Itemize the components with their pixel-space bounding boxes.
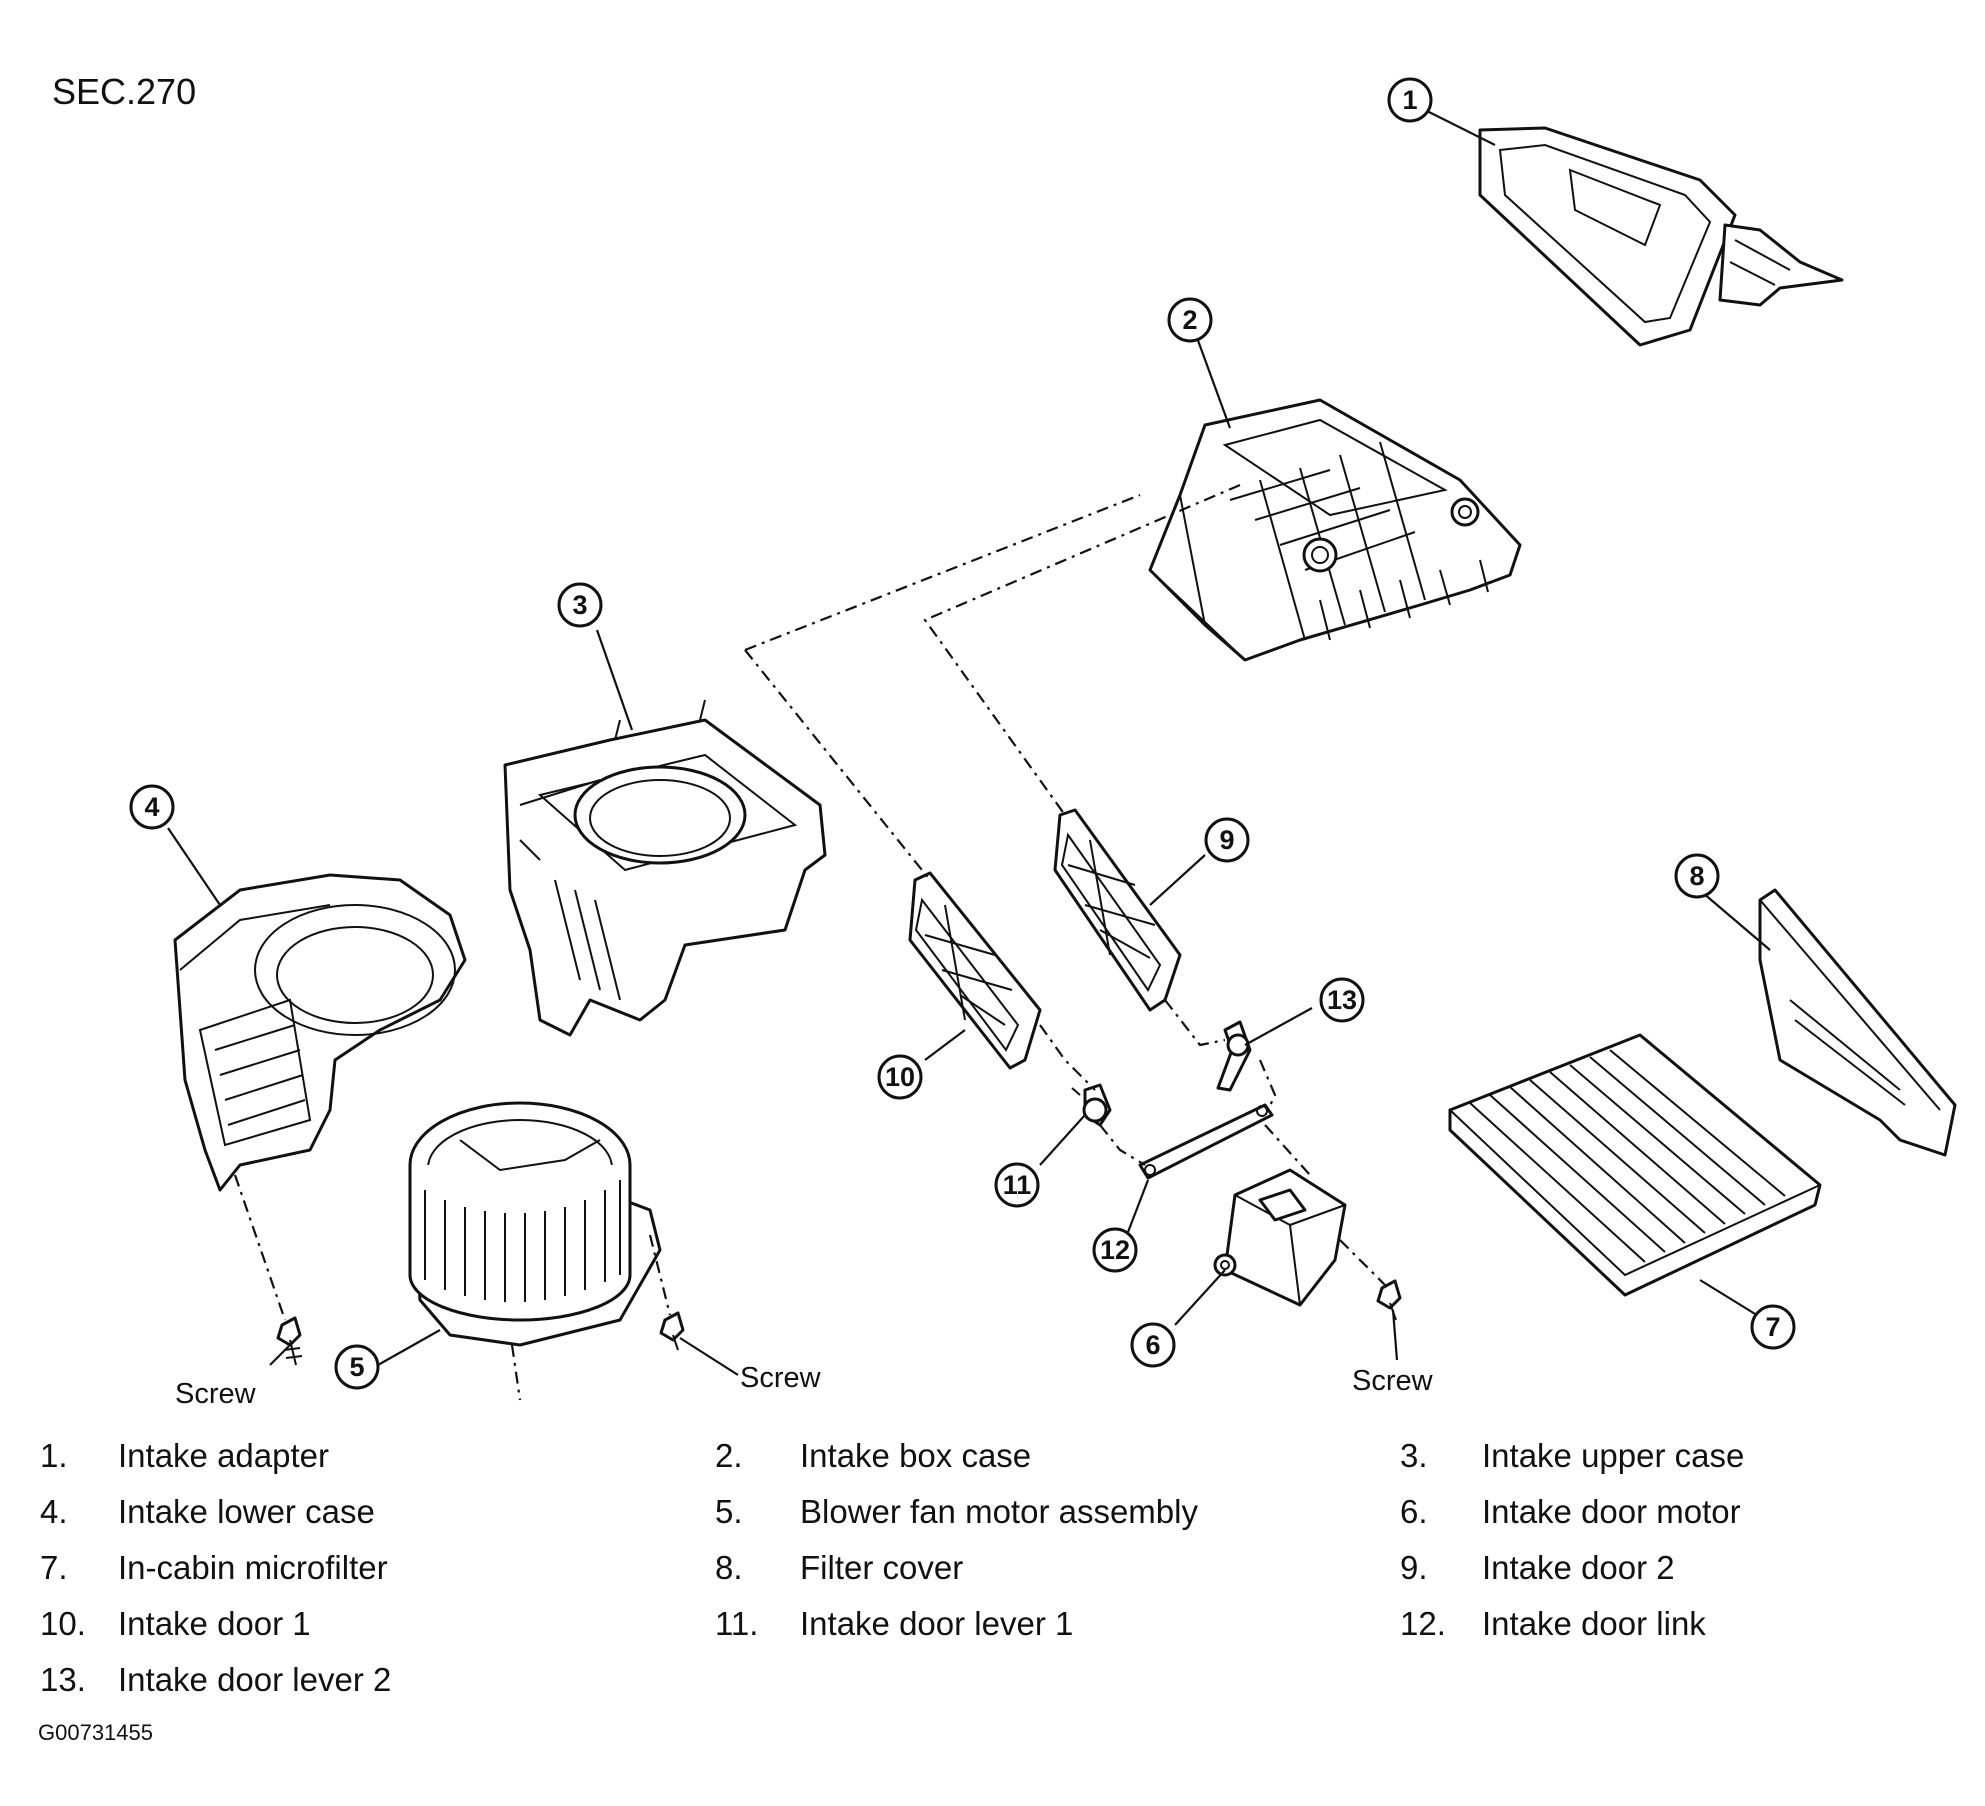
- svg-text:In-cabin microfilter: In-cabin microfilter: [118, 1549, 388, 1586]
- intake-door-lever-2-drawing: [1216, 1020, 1252, 1092]
- in-cabin-microfilter-drawing: [1448, 1033, 1822, 1297]
- svg-text:9: 9: [1219, 825, 1234, 855]
- svg-text:Intake lower case: Intake lower case: [118, 1493, 375, 1530]
- intake-door-2-drawing: [1053, 808, 1182, 1012]
- figure-id: G00731455: [38, 1720, 153, 1745]
- svg-text:7.: 7.: [40, 1549, 68, 1586]
- svg-text:12: 12: [1100, 1235, 1130, 1265]
- svg-text:13: 13: [1327, 985, 1357, 1015]
- svg-text:1: 1: [1402, 85, 1417, 115]
- intake-upper-case-drawing: [503, 699, 827, 1037]
- callout-1: 1: [1387, 77, 1433, 123]
- callout-3: 3: [557, 582, 603, 628]
- svg-text:Intake adapter: Intake adapter: [118, 1437, 329, 1474]
- intake-door-motor-drawing: [1213, 1168, 1347, 1307]
- svg-text:7: 7: [1765, 1312, 1780, 1342]
- svg-text:8.: 8.: [715, 1549, 743, 1586]
- screw-label-right: Screw: [1352, 1365, 1434, 1397]
- svg-text:Intake door link: Intake door link: [1482, 1605, 1706, 1642]
- svg-text:Intake door motor: Intake door motor: [1482, 1493, 1741, 1530]
- legend-item-12: 12. Intake door link: [1400, 1605, 1706, 1642]
- parts-legend: 1. Intake adapter 2. Intake box case 3. …: [40, 1437, 1744, 1698]
- legend-item-4: 4. Intake lower case: [40, 1493, 375, 1530]
- section-label: SEC.270: [52, 71, 196, 112]
- svg-text:10.: 10.: [40, 1605, 86, 1642]
- legend-item-9: 9. Intake door 2: [1400, 1549, 1675, 1586]
- svg-text:11: 11: [1003, 1170, 1032, 1200]
- svg-text:Filter cover: Filter cover: [800, 1549, 963, 1586]
- legend-item-8: 8. Filter cover: [715, 1549, 963, 1586]
- svg-text:9.: 9.: [1400, 1549, 1428, 1586]
- screw-right-drawing: [1376, 1279, 1402, 1321]
- svg-text:5: 5: [349, 1352, 364, 1382]
- screw-left-drawing: [276, 1316, 303, 1366]
- intake-door-1-drawing: [908, 871, 1042, 1070]
- assembly-lines: [233, 483, 1386, 1401]
- filter-cover-drawing: [1758, 888, 1957, 1157]
- screw-middle-drawing: [659, 1311, 685, 1351]
- intake-adapter-drawing: [1478, 126, 1844, 347]
- svg-text:3: 3: [572, 590, 587, 620]
- callout-2: 2: [1167, 297, 1213, 343]
- svg-text:Intake door 1: Intake door 1: [118, 1605, 311, 1642]
- legend-item-10: 10. Intake door 1: [40, 1605, 311, 1642]
- intake-door-link-drawing: [1138, 1103, 1274, 1180]
- svg-text:Intake box case: Intake box case: [800, 1437, 1031, 1474]
- callout-12: 12: [1092, 1227, 1138, 1273]
- svg-text:6.: 6.: [1400, 1493, 1428, 1530]
- callout-10: 10: [877, 1054, 923, 1100]
- legend-item-1: 1. Intake adapter: [40, 1437, 329, 1474]
- legend-item-7: 7. In-cabin microfilter: [40, 1549, 388, 1586]
- svg-text:8: 8: [1689, 861, 1704, 891]
- svg-text:1.: 1.: [40, 1437, 68, 1474]
- screw-label-left: Screw: [175, 1378, 257, 1410]
- svg-text:Intake door 2: Intake door 2: [1482, 1549, 1675, 1586]
- svg-text:12.: 12.: [1400, 1605, 1446, 1642]
- svg-text:Intake door lever 1: Intake door lever 1: [800, 1605, 1073, 1642]
- callout-5: 5: [334, 1344, 380, 1390]
- blower-fan-motor-drawing: [408, 1101, 662, 1347]
- svg-text:11.: 11.: [715, 1605, 758, 1642]
- intake-door-lever-1-drawing: [1071, 1083, 1112, 1127]
- legend-item-3: 3. Intake upper case: [1400, 1437, 1744, 1474]
- svg-text:4: 4: [144, 792, 159, 822]
- svg-text:6: 6: [1145, 1330, 1160, 1360]
- legend-item-6: 6. Intake door motor: [1400, 1493, 1741, 1530]
- callout-7: 7: [1750, 1304, 1796, 1350]
- svg-text:Blower fan motor assembly: Blower fan motor assembly: [800, 1493, 1198, 1530]
- svg-text:Intake door lever 2: Intake door lever 2: [118, 1661, 391, 1698]
- callout-13: 13: [1319, 977, 1365, 1023]
- callout-11: 11: [994, 1162, 1040, 1208]
- svg-text:13.: 13.: [40, 1661, 86, 1698]
- callout-8: 8: [1674, 853, 1720, 899]
- callout-9: 9: [1204, 817, 1250, 863]
- svg-text:2.: 2.: [715, 1437, 743, 1474]
- legend-item-5: 5. Blower fan motor assembly: [715, 1493, 1198, 1530]
- legend-item-13: 13. Intake door lever 2: [40, 1661, 391, 1698]
- callout-6: 6: [1130, 1322, 1176, 1368]
- svg-text:Intake upper case: Intake upper case: [1482, 1437, 1744, 1474]
- screw-label-middle: Screw: [740, 1362, 822, 1394]
- svg-text:4.: 4.: [40, 1493, 68, 1530]
- svg-text:2: 2: [1182, 305, 1197, 335]
- svg-text:3.: 3.: [1400, 1437, 1428, 1474]
- svg-text:5.: 5.: [715, 1493, 743, 1530]
- svg-text:10: 10: [885, 1062, 915, 1092]
- leader-lines: [167, 109, 1774, 1376]
- legend-item-2: 2. Intake box case: [715, 1437, 1031, 1474]
- legend-item-11: 11. Intake door lever 1: [715, 1605, 1073, 1642]
- callout-4: 4: [129, 784, 175, 830]
- intake-box-case-drawing: [1148, 398, 1522, 662]
- intake-lower-case-drawing: [173, 873, 467, 1192]
